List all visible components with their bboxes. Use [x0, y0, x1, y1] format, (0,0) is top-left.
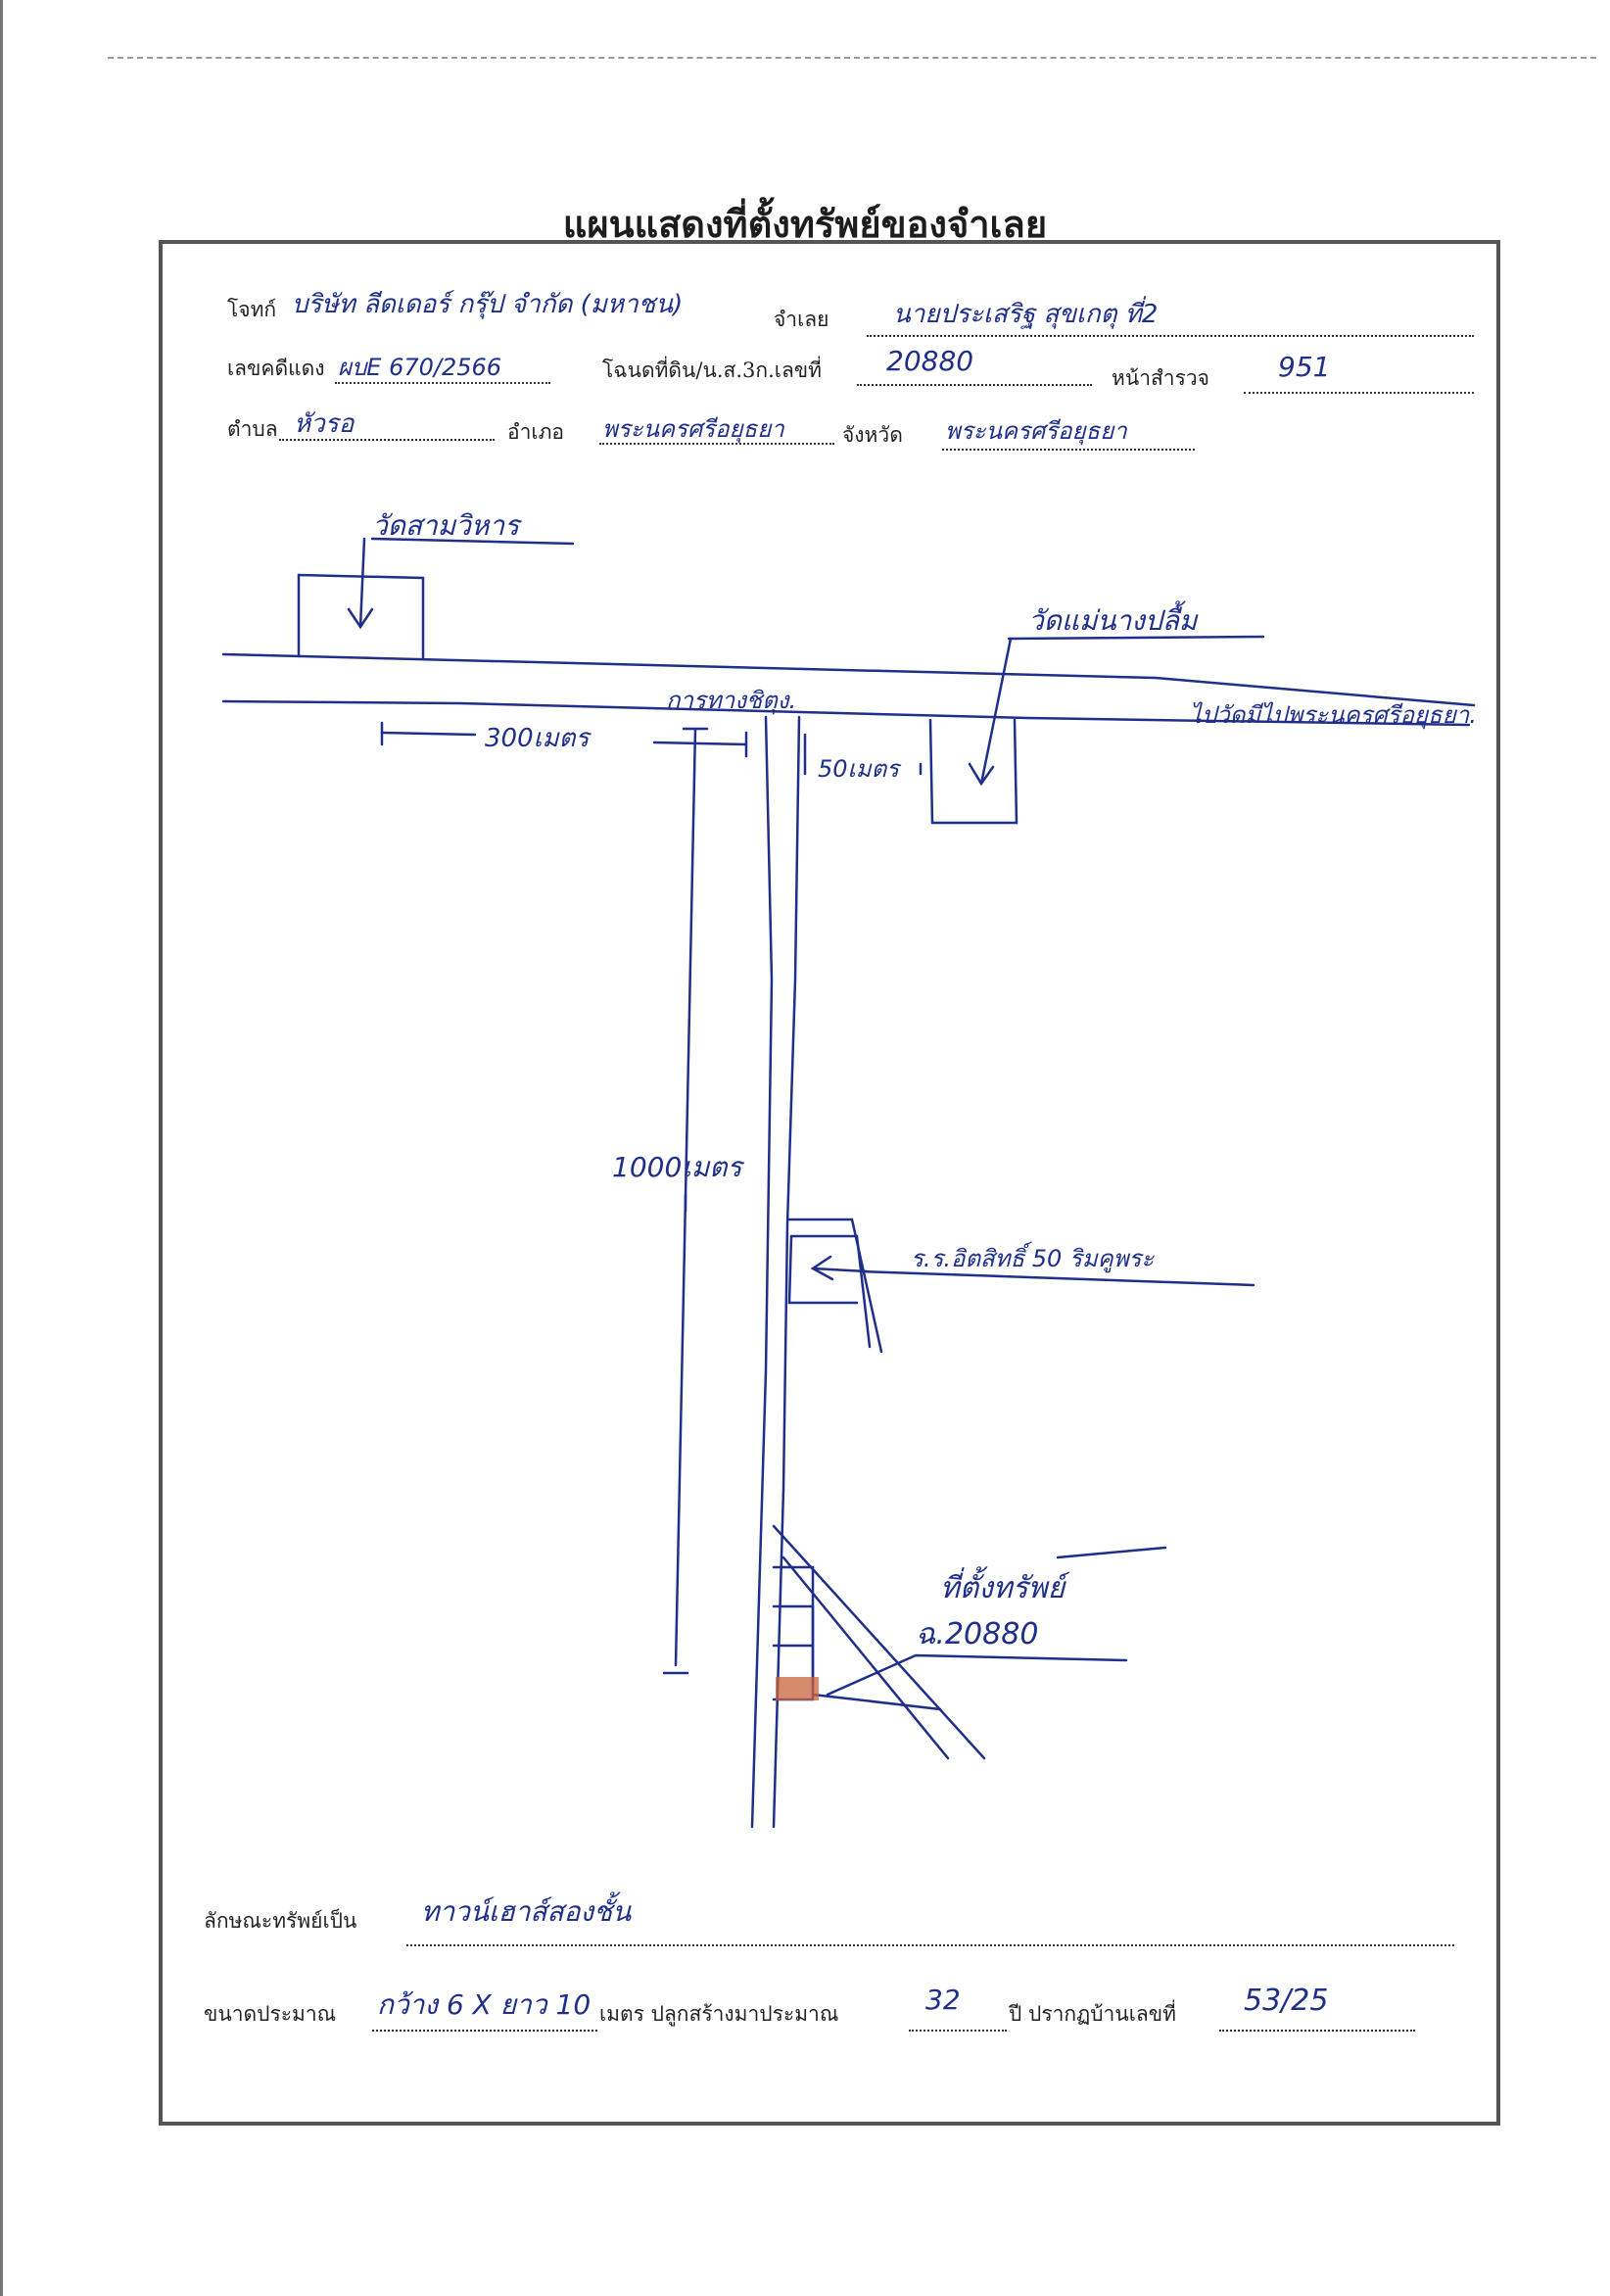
main-road-bottom-edge	[221, 699, 1471, 727]
property-leader	[826, 1653, 1128, 1697]
deed-line	[857, 384, 1092, 386]
province-line	[942, 449, 1195, 451]
junction-label: การทางชิตุง.	[666, 687, 797, 714]
scan-edge	[0, 0, 3, 2296]
size-line	[372, 2030, 597, 2032]
defendant-line	[867, 335, 1474, 337]
survey-page-label: หน้าสำรวจ	[1112, 366, 1209, 390]
case-no-label: เลขคดีแดง	[227, 357, 325, 380]
school-label: ร.ร.อิตสิทธิ์ 50 ริมคูพระ	[911, 1245, 1155, 1272]
property-type-line	[406, 1944, 1454, 1946]
plaintiff-label: โจทก์	[227, 298, 277, 321]
defendant-label: จำเลย	[774, 308, 829, 331]
page-title: แผนแสดงที่ตั้งทรัพย์ของจำเลย	[562, 202, 1048, 246]
temple-2-box	[928, 718, 1018, 825]
size-label: ขนาดประมาณ	[204, 2002, 337, 2026]
survey-page-value: 951	[1278, 351, 1331, 383]
province-label: จังหวัด	[842, 423, 903, 447]
plaintiff-value: บริษัท ลีดเดอร์ กรุ๊ป จำกัด (มหาชน)	[292, 290, 684, 319]
temple-1-label: วัดสามวิหาร	[372, 509, 520, 542]
district-value: พระนครศรีอยุธยา	[602, 415, 784, 443]
deed-label: โฉนดที่ดิน/น.ส.3ก.เลขที่	[602, 359, 823, 382]
years-value: 32	[925, 1984, 961, 2016]
subdistrict-label: ตำบล	[227, 417, 278, 441]
temple-1-leader	[370, 537, 575, 546]
house-no-label: ปี ปรากฏบ้านเลขที่	[1009, 2002, 1176, 2026]
subdistrict-line	[279, 439, 495, 441]
school-building	[787, 1218, 883, 1354]
defendant-value: นายประเสริฐ สุขเกตุ ที่2	[893, 300, 1159, 329]
province-value: พระนครศรีอยุธยา	[945, 417, 1127, 445]
distance-50-label: 50เมตร	[818, 755, 900, 783]
distance-1000-label: 1000เมตร	[612, 1151, 742, 1183]
district-label: อำเภอ	[507, 420, 565, 444]
dist-300-line	[380, 731, 477, 737]
survey-page-line	[1244, 392, 1474, 394]
house-no-value: 53/25	[1244, 1984, 1329, 2018]
soi-road-right-edge	[781, 715, 801, 1491]
case-no-value: ผบE 670/2566	[338, 354, 502, 381]
form-frame	[159, 240, 1500, 2126]
property-deed-label: ฉ.20880	[916, 1617, 1039, 1651]
property-marker	[776, 1677, 819, 1700]
property-location-label: ที่ตั้งทรัพย์	[940, 1571, 1065, 1605]
property-outline	[772, 1524, 986, 1760]
meters-label: เมตร ปลูกสร้างมาประมาณ	[599, 2002, 839, 2026]
road-destination-label: ไปวัดมีไปพระนครศรีอยุธยา.	[1190, 701, 1477, 729]
case-no-line	[335, 382, 550, 384]
temple-2-leader	[1007, 635, 1265, 641]
years-line	[909, 2030, 1007, 2032]
temple-2-label: วัดแม่นางปลื้ม	[1028, 604, 1198, 637]
size-value: กว้าง 6 X ยาว 10	[377, 1988, 592, 2021]
school-leader	[860, 1269, 1255, 1287]
district-line	[599, 443, 834, 445]
subdistrict-value: หัวรอ	[294, 409, 355, 439]
property-type-value: ทาวน์เฮาส์สองชั้น	[421, 1895, 632, 1928]
temple-1-box	[297, 573, 425, 660]
deed-value: 20880	[886, 345, 974, 377]
soi-road-left-edge	[750, 715, 774, 1829]
scan-line	[108, 57, 1596, 59]
distance-300-label: 300เมตร	[485, 724, 590, 753]
property-type-label: ลักษณะทรัพย์เป็น	[204, 1909, 357, 1933]
house-no-line	[1219, 2030, 1415, 2032]
main-road-top-edge	[221, 652, 1476, 707]
